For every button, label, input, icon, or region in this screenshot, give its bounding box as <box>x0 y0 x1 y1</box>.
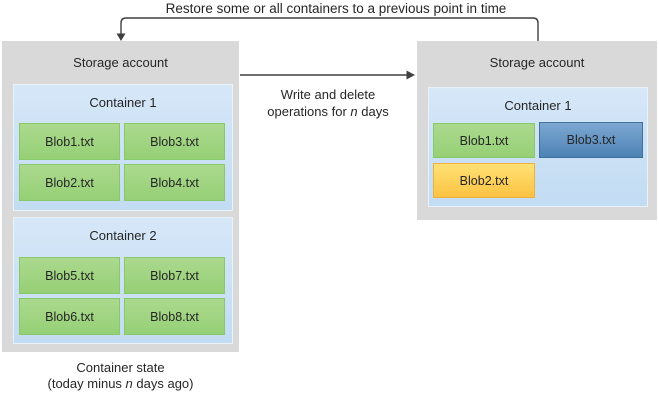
blob-item: Blob7.txt <box>124 257 225 294</box>
blob-item-modified: Blob2.txt <box>433 163 535 198</box>
restore-title: Restore some or all containers to a prev… <box>165 1 507 16</box>
blob-item: Blob3.txt <box>124 123 225 160</box>
blob-item: Blob1.txt <box>433 123 535 158</box>
blob-item: Blob6.txt <box>19 298 120 335</box>
restore-connector-line <box>120 17 539 41</box>
blob-item: Blob4.txt <box>124 164 225 201</box>
storage-account-title: Storage account <box>489 55 585 70</box>
blob-item: Blob1.txt <box>19 123 120 160</box>
container-title: Container 1 <box>504 98 572 113</box>
storage-account-title: Storage account <box>73 55 168 70</box>
write-delete-label: Write and delete operations for n days <box>243 86 413 120</box>
arrow-right-icon <box>406 70 415 80</box>
blob-item: Blob8.txt <box>124 298 225 335</box>
blob-item: Blob2.txt <box>19 164 120 201</box>
blob-item-deleted: Blob3.txt <box>539 122 643 158</box>
write-delete-label-line-1: Write and delete <box>280 87 376 102</box>
blob-item: Blob5.txt <box>19 257 120 294</box>
container-title: Container 1 <box>89 95 157 110</box>
arrow-down-icon <box>116 33 126 41</box>
container-title: Container 2 <box>89 228 157 243</box>
container-state-caption: Container state (today minus n days ago) <box>2 360 239 392</box>
caption-line-2: (today minus n days ago) <box>47 376 194 391</box>
caption-line-1: Container state <box>76 360 165 375</box>
write-delete-label-line-2: operations for n days <box>267 104 389 119</box>
